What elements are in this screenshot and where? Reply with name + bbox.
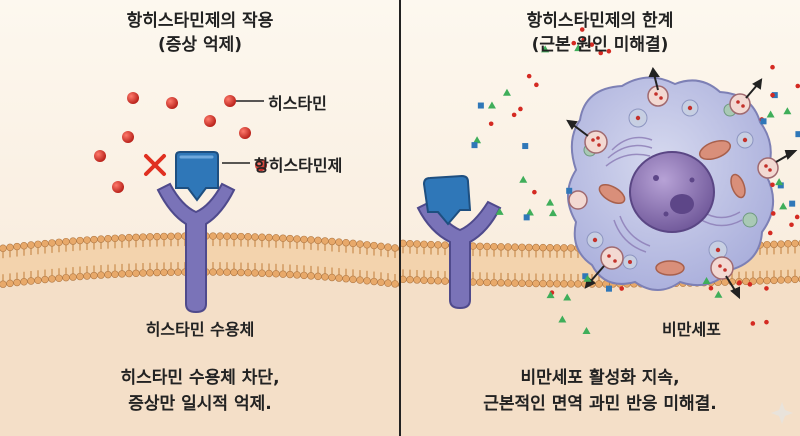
mediator-particle bbox=[764, 319, 769, 325]
degranulating-vesicles bbox=[568, 85, 779, 280]
mediator-particle bbox=[488, 121, 494, 127]
antihistamine-drug bbox=[175, 151, 219, 202]
histamine-receptor bbox=[156, 182, 236, 314]
mediator-particle bbox=[789, 222, 794, 228]
mediator-particle bbox=[582, 273, 589, 280]
mediator-particle bbox=[477, 102, 484, 109]
mitochondria bbox=[598, 139, 746, 276]
mediator-particle bbox=[534, 82, 539, 88]
right-title-line2: (근본 원인 미해결) bbox=[531, 35, 669, 55]
antihistamine-drug bbox=[422, 174, 472, 226]
mediator-particle bbox=[770, 182, 775, 188]
mediator-particle bbox=[795, 131, 800, 138]
mediator-particle bbox=[532, 189, 537, 195]
mediator-particle bbox=[775, 178, 784, 186]
released-mediators bbox=[471, 27, 800, 335]
mediator-particle bbox=[526, 73, 532, 79]
mediator-particle bbox=[714, 290, 723, 298]
mediator-particle bbox=[708, 285, 714, 291]
mediator-particle bbox=[511, 112, 517, 118]
mediator-particle bbox=[795, 83, 800, 89]
left-panel: 항히스타민제의 작용 (증상 억제) 히스타민 항히스타민제 히스타민 수용체 … bbox=[0, 0, 400, 436]
left-title-line2: (증상 억제) bbox=[157, 35, 243, 55]
mediator-particle bbox=[522, 143, 529, 150]
mediator-particle bbox=[702, 277, 711, 285]
left-caption-line1: 히스타민 수용체 차단, bbox=[120, 368, 280, 388]
blocked-x-icon bbox=[144, 154, 166, 176]
mediator-particle bbox=[736, 280, 742, 286]
right-illustration bbox=[400, 0, 800, 436]
mediator-particle bbox=[783, 107, 792, 115]
mediator-particle bbox=[606, 48, 612, 54]
receptor-label: 히스타민 수용체 bbox=[145, 320, 255, 339]
mediator-particle bbox=[558, 315, 567, 323]
left-caption-line2: 증상만 일시적 억제. bbox=[128, 394, 272, 414]
mediator-particle bbox=[770, 64, 775, 70]
mediator-particle bbox=[589, 42, 595, 47]
mediator-particle bbox=[566, 187, 573, 194]
antihistamine-label: 항히스타민제 bbox=[254, 156, 343, 175]
mediator-particle bbox=[471, 142, 478, 149]
panel-divider bbox=[399, 0, 401, 436]
mediator-particle bbox=[767, 230, 773, 236]
left-title-line1: 항히스타민제의 작용 bbox=[126, 11, 274, 31]
mediator-particle bbox=[574, 44, 583, 52]
mediator-particle bbox=[760, 118, 767, 125]
mediator-particle bbox=[519, 175, 528, 183]
histamine-label: 히스타민 bbox=[268, 94, 327, 113]
mediator-particle bbox=[779, 202, 788, 210]
histamine-molecule bbox=[166, 97, 178, 109]
right-caption-line2: 근본적인 면역 과민 반응 미해결. bbox=[483, 394, 717, 414]
mediator-particle bbox=[546, 291, 555, 299]
mediator-particle bbox=[523, 214, 530, 221]
histamine-molecule bbox=[94, 150, 106, 162]
mediator-particle bbox=[598, 50, 604, 56]
histamine-molecule bbox=[122, 131, 134, 143]
left-illustration bbox=[0, 0, 400, 436]
mediator-particle bbox=[548, 209, 557, 217]
mediator-particle bbox=[750, 321, 756, 326]
mediator-particle bbox=[541, 45, 550, 53]
mediator-particle bbox=[766, 110, 775, 118]
mediator-particle bbox=[619, 286, 625, 291]
mediator-particle bbox=[581, 37, 587, 42]
mediator-particle bbox=[582, 327, 591, 335]
histamine-molecule bbox=[204, 115, 216, 127]
cell-membrane bbox=[0, 232, 400, 436]
mediator-particle bbox=[495, 207, 504, 215]
right-panel: 항히스타민제의 한계 (근본 원인 미해결) 비만세포 비만세포 활성화 지속,… bbox=[400, 0, 800, 436]
mast-cell bbox=[567, 76, 779, 291]
mediator-particle bbox=[777, 182, 784, 189]
mediator-particle bbox=[546, 198, 555, 206]
mediator-particle bbox=[525, 208, 534, 216]
mediator-particle bbox=[583, 274, 592, 282]
mediator-particle bbox=[571, 40, 577, 46]
mediator-particle bbox=[747, 282, 753, 287]
histamine-molecule bbox=[255, 159, 267, 171]
right-title-line1: 항히스타민제의 한계 bbox=[526, 11, 674, 31]
histamine-molecule bbox=[112, 181, 124, 193]
histamine-molecule bbox=[127, 92, 139, 104]
mediator-particle bbox=[605, 285, 612, 292]
mediator-particle bbox=[770, 92, 775, 98]
histamine-molecules bbox=[94, 92, 267, 193]
histamine-molecule bbox=[239, 127, 251, 139]
mast-cell-label: 비만세포 bbox=[662, 320, 721, 339]
mediator-particle bbox=[764, 286, 769, 291]
release-arrows bbox=[566, 66, 798, 300]
mediator-particle bbox=[473, 136, 482, 144]
mediator-particle bbox=[563, 293, 572, 301]
mediator-particle bbox=[794, 214, 800, 220]
histamine-receptor bbox=[416, 200, 502, 310]
nucleus bbox=[629, 151, 715, 233]
mediator-particle bbox=[789, 200, 796, 207]
right-caption-line1: 비만세포 활성화 지속, bbox=[520, 368, 680, 388]
mediator-particle bbox=[487, 101, 496, 109]
mediator-particle bbox=[502, 88, 511, 96]
mediator-particle bbox=[770, 211, 776, 216]
mediator-particle bbox=[579, 27, 585, 32]
histamine-molecule bbox=[224, 95, 236, 107]
mediator-particle bbox=[518, 106, 523, 112]
